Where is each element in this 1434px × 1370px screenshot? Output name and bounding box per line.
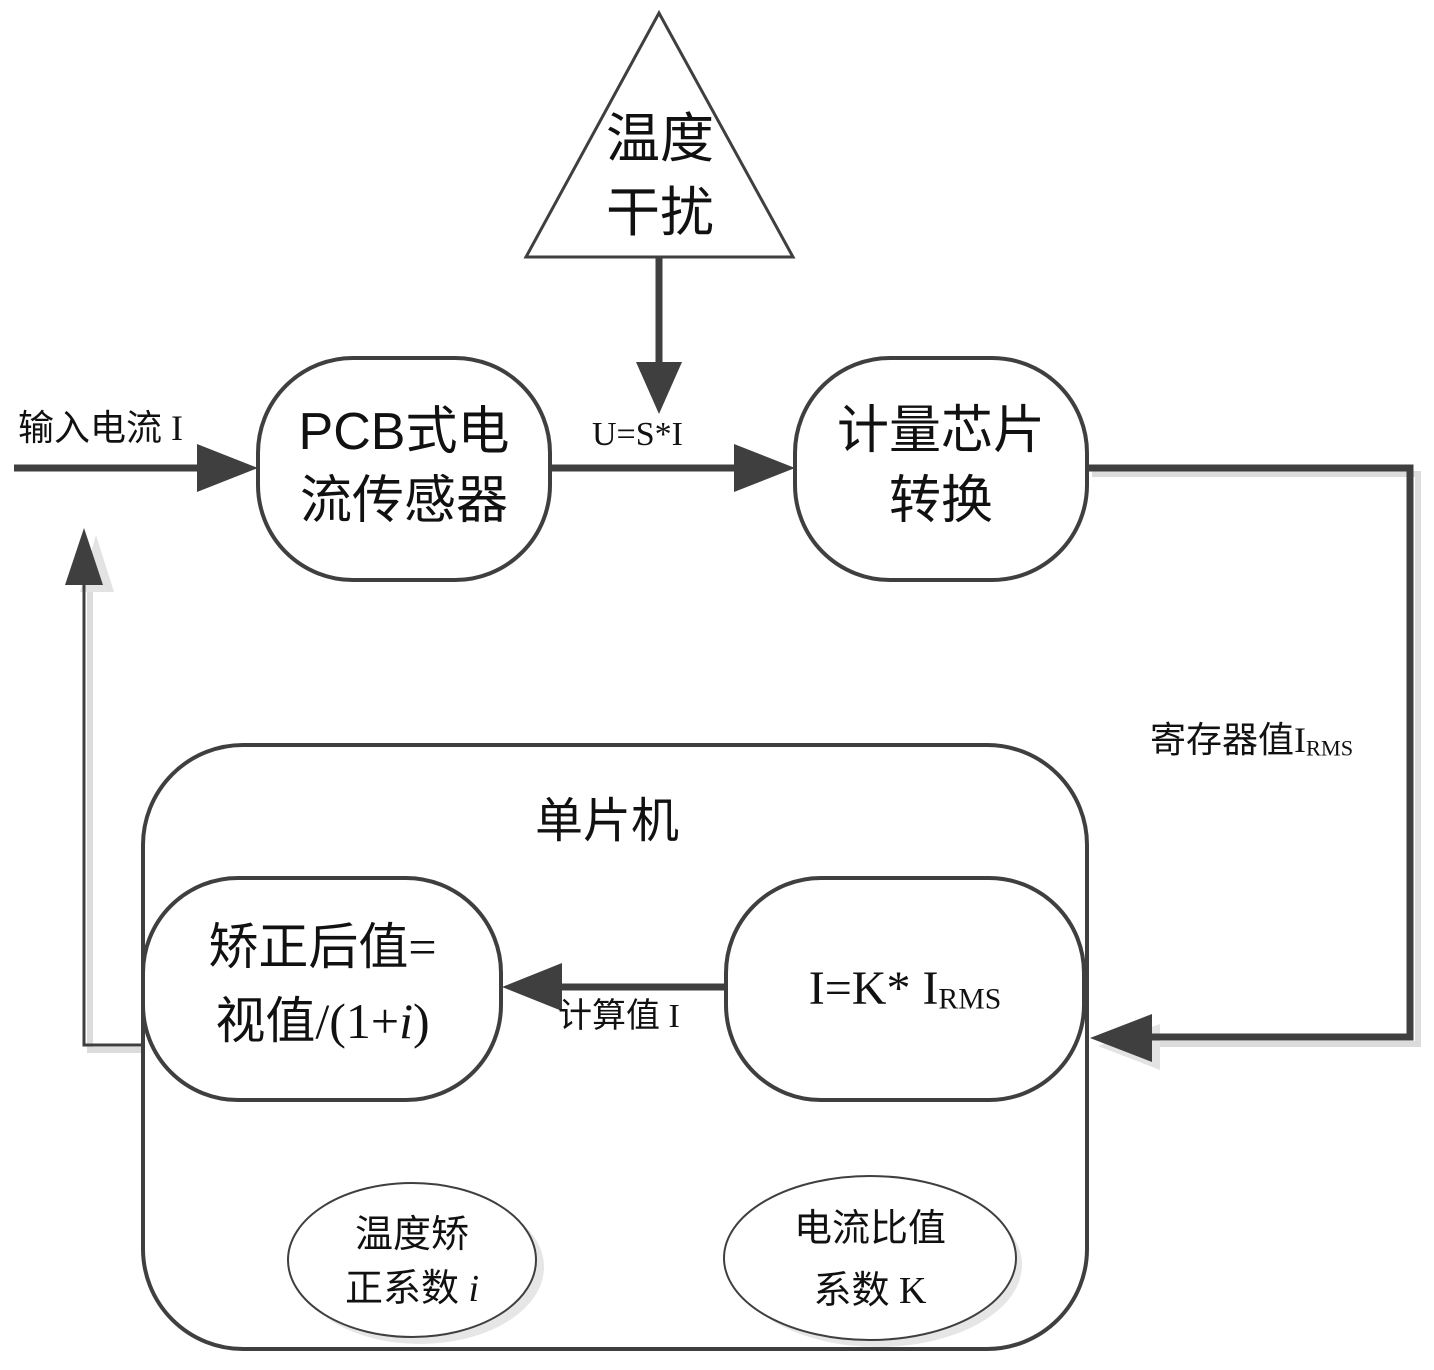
chip-label-line2: 转换 xyxy=(888,473,993,530)
register-value-sub: RMS xyxy=(1306,735,1354,761)
calc-main: I=K* I xyxy=(808,962,939,1015)
disturbance-arrow-head xyxy=(636,362,682,414)
disturbance-label-line2: 干扰 xyxy=(606,183,714,243)
sensor-box[interactable] xyxy=(256,356,552,582)
corrected-label-line2: 视值/(1+i) xyxy=(150,996,495,1046)
temp-coef-ellipse[interactable] xyxy=(287,1182,537,1338)
input-arrow-head xyxy=(197,444,258,492)
ratio-coef-line2: 系数 K xyxy=(813,1270,927,1312)
sensor-chip-label: U=S*I xyxy=(592,416,683,453)
register-value-main: 寄存器值I xyxy=(1150,720,1306,760)
chip-box[interactable] xyxy=(793,356,1089,582)
corrected-line2-var: i xyxy=(399,993,413,1049)
input-current-label: 输入电流 I xyxy=(18,408,183,448)
calc-arrow-head xyxy=(502,963,562,1011)
corrected-line2-suffix: ) xyxy=(413,993,430,1049)
calc-label: I=K* IRMS xyxy=(726,965,1084,1014)
register-arrow-head xyxy=(1090,1014,1152,1062)
temp-coef-line2: 正系数 i xyxy=(300,1270,524,1308)
disturbance-label-line1: 温度 xyxy=(606,109,714,169)
sensor-label-line1: PCB式电 xyxy=(298,403,510,461)
ratio-coef-line1: 电流比值 xyxy=(793,1208,946,1250)
mcu-title: 单片机 xyxy=(535,795,680,848)
feedback-line-shadow xyxy=(87,585,144,1053)
calc-sub: RMS xyxy=(938,982,1002,1016)
register-line-shadow xyxy=(1092,471,1421,1047)
sensor-label-line2: 流传感器 xyxy=(299,473,508,530)
feedback-arrow-head xyxy=(65,528,103,585)
corrected-label-line1: 矫正后值= xyxy=(208,919,437,975)
register-value-label: 寄存器值IRMS xyxy=(1150,722,1353,760)
temp-coef-line1: 温度矫 xyxy=(354,1214,469,1256)
temp-coef-line2-prefix: 正系数 xyxy=(344,1268,469,1310)
chip-label-line1: 计量芯片 xyxy=(836,403,1045,460)
register-line xyxy=(1087,464,1414,1041)
temp-coef-line2-var: i xyxy=(468,1268,480,1310)
corrected-box[interactable] xyxy=(141,876,503,1102)
sensor-chip-arrow-head xyxy=(734,444,795,492)
ratio-coef-ellipse[interactable] xyxy=(723,1175,1017,1341)
corrected-line2-prefix: 视值/(1+ xyxy=(215,993,400,1049)
feedback-line xyxy=(82,585,143,1047)
calc-value-label: 计算值 I xyxy=(558,998,680,1035)
